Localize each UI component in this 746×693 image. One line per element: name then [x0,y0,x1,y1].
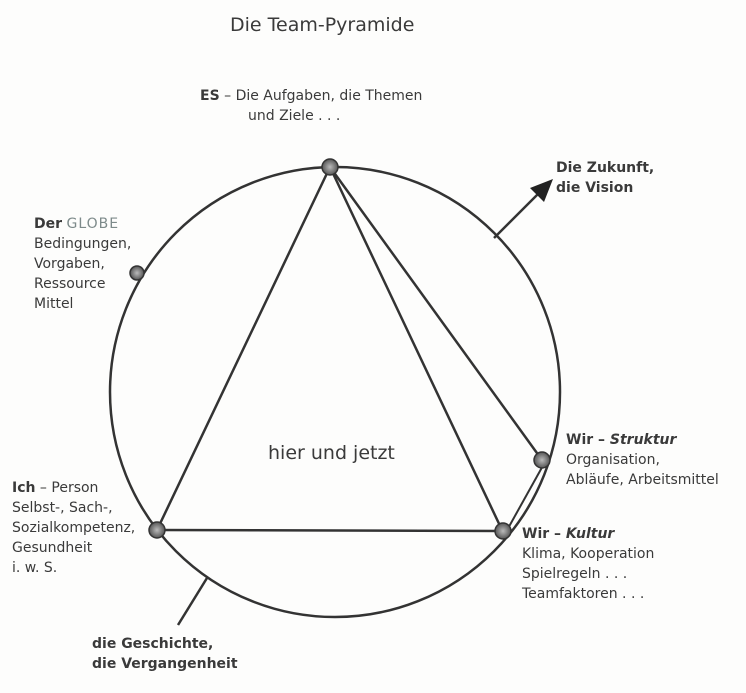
ich-line: i. w. S. [12,560,58,576]
globe-line: Mittel [34,296,74,312]
globe-line: Bedingungen, [34,236,132,252]
node-kultur [494,522,512,540]
kultur-line: Teamfaktoren . . . [522,586,645,602]
node-globe [129,265,145,281]
past-pointer [176,577,209,626]
past-line2: die Vergangenheit [92,656,238,672]
ich-dash: – Person [35,480,99,496]
edge-ich-kultur [156,528,503,533]
es-head: ES [200,88,220,104]
ich-line: Gesundheit [12,540,93,556]
future-line1: Die Zukunft, [556,160,655,176]
kultur-line: Spielregeln . . . [522,566,628,582]
struktur-label: Wir – Struktur Organisation, Abläufe, Ar… [566,430,719,490]
past-label: die Geschichte, die Vergangenheit [92,634,238,674]
struktur-italic: Struktur [609,432,677,448]
kultur-head: Wir – [522,526,566,542]
ich-label: Ich – Person Selbst-, Sach-, Sozialkompe… [12,478,135,578]
past-line1: die Geschichte, [92,636,214,652]
edge-es-ich [155,166,332,531]
globe-head: Der [34,216,63,232]
edge-es-kultur [328,166,504,531]
ich-head: Ich [12,480,36,496]
edge-es-struktur [328,166,544,461]
es-label: ES – Die Aufgaben, die Themen und Ziele … [200,86,422,126]
struktur-head: Wir – [566,432,610,448]
node-es [321,158,339,176]
globe-line: Ressource [34,276,106,292]
arrow-head-icon [530,179,553,202]
es-line2: und Ziele . . . [248,108,341,124]
diagram-title: Die Team-Pyramide [230,14,415,36]
ich-line: Selbst-, Sach-, [12,500,113,516]
struktur-line: Abläufe, Arbeitsmittel [566,472,719,488]
globe-word: GLOBE [66,216,120,232]
ich-line: Sozialkompetenz, [12,520,136,536]
kultur-label: Wir – Kultur Klima, Kooperation Spielreg… [522,524,654,604]
kultur-italic: Kultur [565,526,615,542]
es-dash: – [219,88,236,104]
kultur-line: Klima, Kooperation [522,546,655,562]
struktur-line: Organisation, [566,452,660,468]
future-arrow [493,191,541,239]
node-struktur [533,451,551,469]
es-line1: Die Aufgaben, die Themen [235,88,423,104]
future-label: Die Zukunft, die Vision [556,158,654,198]
globe-label: Der GLOBE Bedingungen, Vorgaben, Ressour… [34,214,131,314]
node-ich [148,521,166,539]
future-line2: die Vision [556,180,634,196]
center-label: hier und jetzt [268,442,395,464]
globe-line: Vorgaben, [34,256,105,272]
edge-kultur-struktur [505,461,546,533]
